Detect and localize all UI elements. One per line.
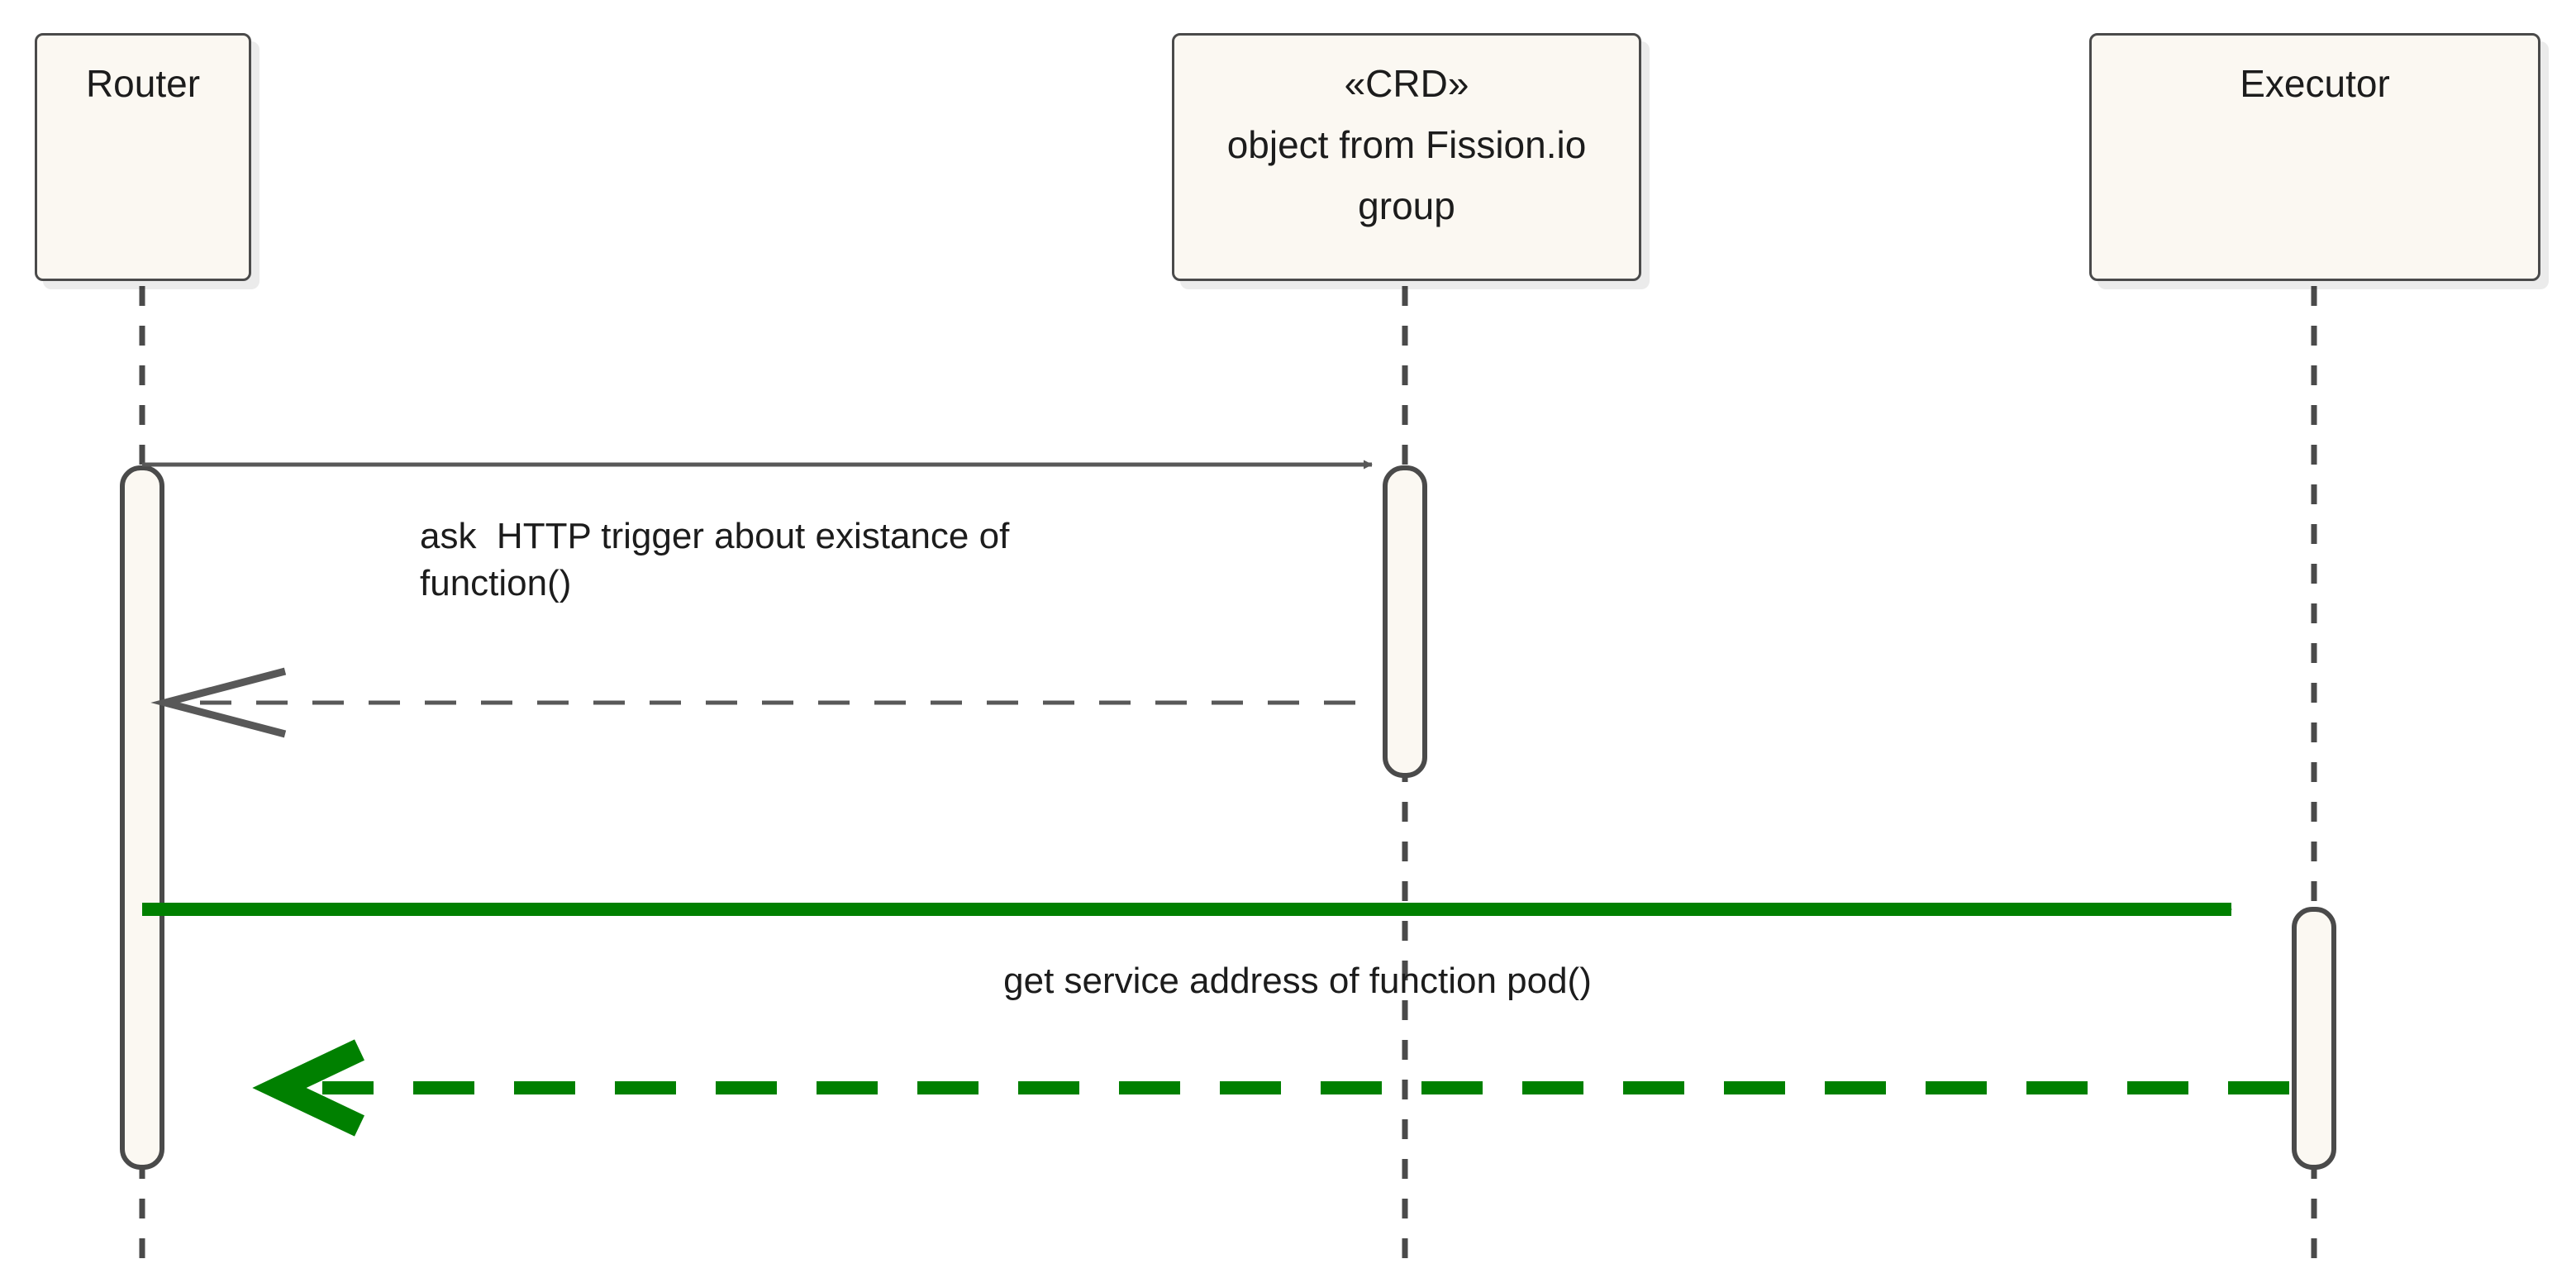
message-arrow-service-address-return[interactable] [252, 1039, 2289, 1137]
participant-label-crd-line2: object from Fission.io [1226, 123, 1587, 167]
participant-label-executor: Executor [2240, 62, 2390, 105]
message-label-ask-http-trigger: ask HTTP trigger about existance of func… [420, 516, 1010, 604]
activation-bar-router [120, 465, 164, 1170]
participant-box-crd[interactable]: «CRD» object from Fission.io group [1172, 33, 1641, 281]
participant-label-router: Router [85, 62, 201, 105]
activation-bars-group [120, 465, 2336, 1170]
participant-label-crd-line3: group [1358, 184, 1455, 228]
message-label-get-service-address: get service address of function pod() [1003, 961, 1592, 1001]
participant-stereotype-crd: «CRD» [1344, 62, 1469, 105]
lifelines-group [139, 286, 2317, 1278]
message-arrow-http-trigger-return[interactable] [150, 667, 1355, 738]
activation-bar-crd [1383, 465, 1427, 778]
participant-box-executor[interactable]: Executor [2089, 33, 2540, 281]
message-arrowhead-4-open [252, 1039, 364, 1137]
message-arrowhead-2-open [150, 667, 287, 738]
activation-bar-executor [2292, 907, 2336, 1170]
participant-box-router[interactable]: Router [35, 33, 251, 281]
